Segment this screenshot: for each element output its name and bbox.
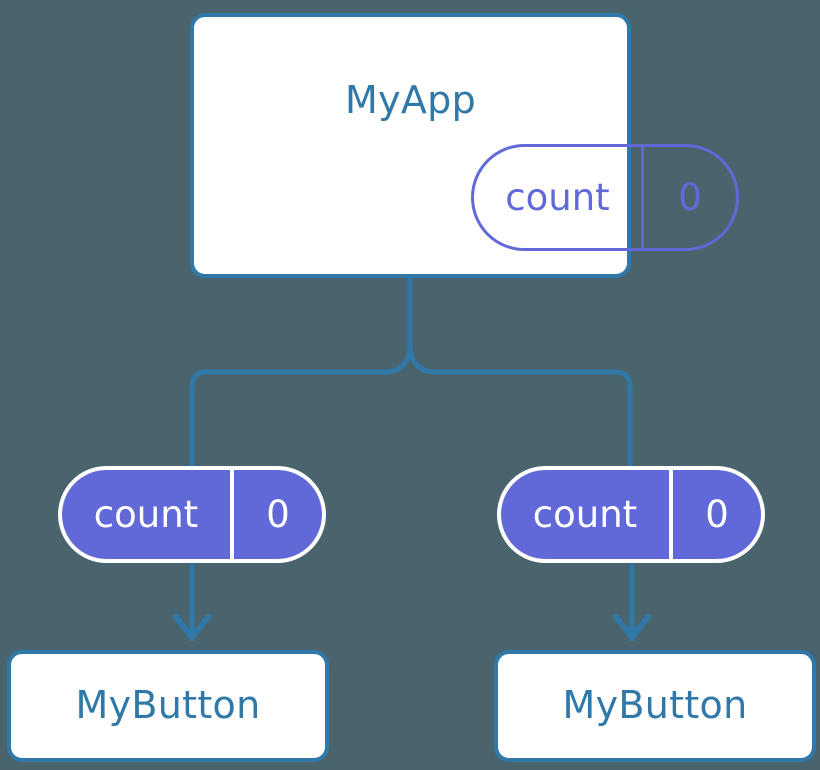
prop-pill-right[interactable]: count 0 (497, 466, 765, 563)
prop-pill-key: count (62, 470, 234, 559)
connector-branch-right (407, 344, 633, 470)
arrow-head-left-icon (173, 614, 211, 640)
component-title-mybutton: MyButton (562, 683, 748, 727)
state-pill-key: count (474, 147, 644, 248)
prop-pill-value: 0 (705, 493, 729, 536)
component-card-mybutton-right[interactable]: MyButton (494, 650, 816, 762)
prop-pill-key: count (501, 470, 673, 559)
connector-branch-left (189, 344, 413, 470)
prop-pill-value: 0 (266, 493, 290, 536)
component-title-myapp: MyApp (344, 78, 476, 122)
component-card-mybutton-left[interactable]: MyButton (7, 650, 329, 762)
state-pill-myapp[interactable]: count 0 (471, 144, 739, 251)
prop-pill-left[interactable]: count 0 (58, 466, 326, 563)
component-title-mybutton: MyButton (75, 683, 261, 727)
component-card-myapp[interactable]: MyApp count 0 (190, 13, 739, 278)
state-pill-value: 0 (678, 176, 702, 219)
arrow-head-right-icon (613, 614, 651, 640)
